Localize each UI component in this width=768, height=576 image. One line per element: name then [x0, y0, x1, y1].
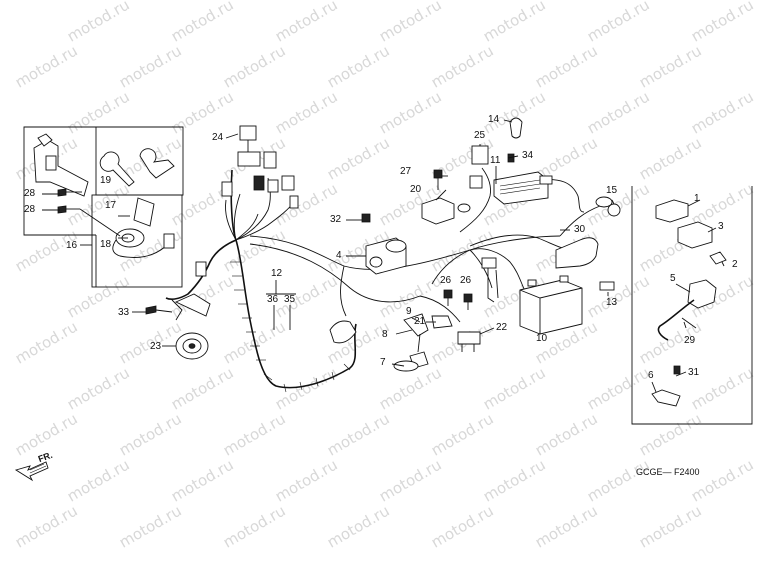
callout-24: 24 [212, 132, 224, 143]
callout-9: 9 [406, 306, 412, 317]
callout-30: 30 [574, 224, 586, 235]
callout-19: 19 [100, 175, 112, 186]
callout-4: 4 [336, 250, 342, 261]
callout-14: 14 [488, 114, 500, 125]
diagram-code: GCGE— F2400 [636, 467, 700, 477]
callout-31: 31 [688, 367, 700, 378]
right-parts-box [631, 186, 753, 425]
callout-16: 16 [66, 240, 78, 251]
callout-20: 20 [410, 184, 422, 195]
callout-12: 12 [271, 268, 283, 279]
callout-3: 3 [718, 221, 724, 232]
callout-21: 21 [414, 316, 426, 327]
front-direction-arrow [14, 461, 49, 482]
callout-26-left: 26 [440, 275, 452, 286]
callout-13: 13 [606, 297, 618, 308]
callout-7: 7 [380, 357, 386, 368]
callout-27: 27 [400, 166, 412, 177]
callout-2: 2 [732, 259, 738, 270]
callout-6: 6 [648, 370, 654, 381]
main-harness [145, 117, 621, 393]
callout-28-lower: 28 [24, 204, 36, 215]
callout-18: 18 [100, 239, 112, 250]
callout-1: 1 [694, 193, 700, 204]
callout-35: 35 [284, 294, 296, 305]
callout-23: 23 [150, 341, 162, 352]
callout-25: 25 [474, 130, 486, 141]
leader-lines [42, 119, 725, 393]
callout-22: 22 [496, 322, 508, 333]
callout-28-upper: 28 [24, 188, 36, 199]
ignition-switch-box [23, 126, 184, 288]
callout-15: 15 [606, 185, 618, 196]
callout-10: 10 [536, 333, 548, 344]
callout-34: 34 [522, 150, 534, 161]
callout-33: 33 [118, 307, 130, 318]
callout-26-right: 26 [460, 275, 472, 286]
callout-11: 11 [490, 155, 501, 166]
callout-17: 17 [105, 200, 117, 211]
callout-32: 32 [330, 214, 342, 225]
callout-5: 5 [670, 273, 676, 284]
callout-8: 8 [382, 329, 388, 340]
callout-29: 29 [684, 335, 696, 346]
callout-36: 36 [267, 294, 279, 305]
